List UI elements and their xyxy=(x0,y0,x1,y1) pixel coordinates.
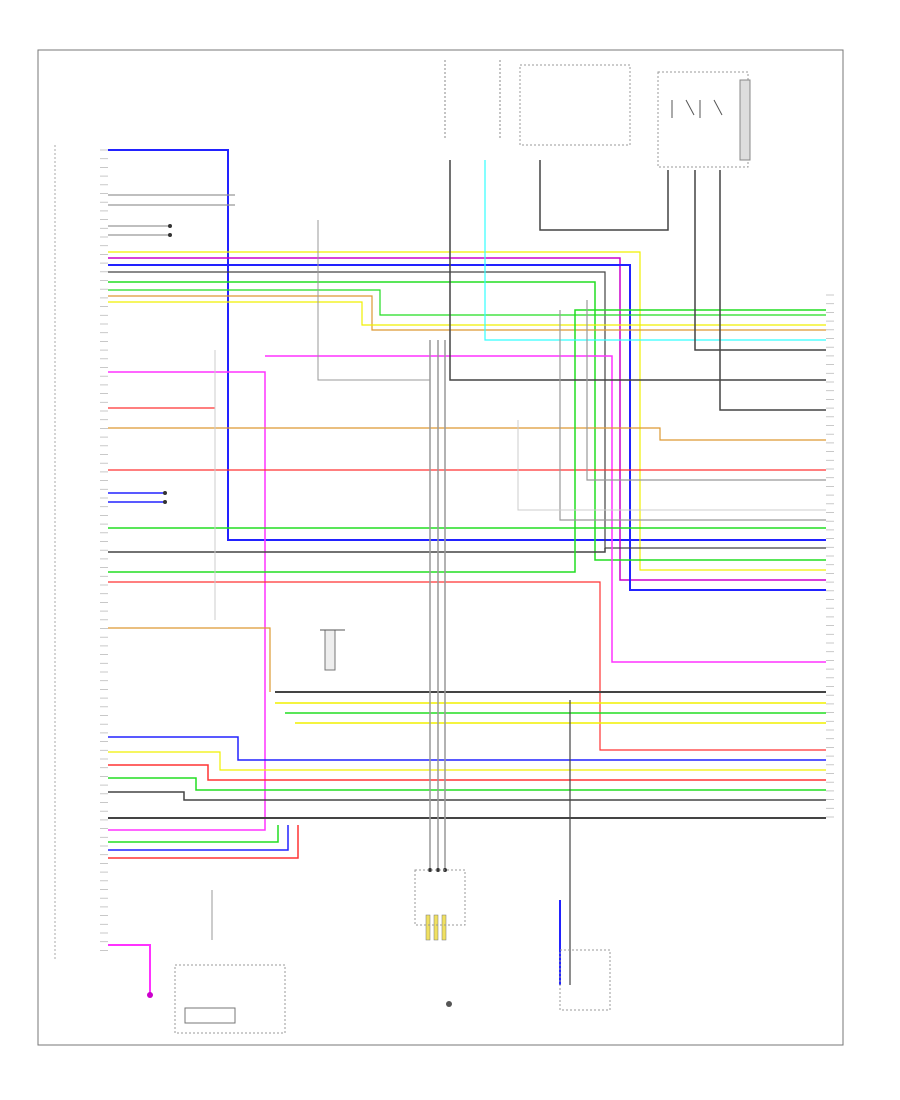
diagram-frame xyxy=(37,49,844,1046)
terminal-column-right xyxy=(826,294,834,818)
splice-dot-icon xyxy=(163,491,167,495)
wire-yellow xyxy=(108,301,826,326)
wire-orange xyxy=(108,295,826,331)
connector-icon xyxy=(433,914,439,941)
wire-gray xyxy=(559,310,826,521)
wire-red xyxy=(108,825,299,859)
splice-dot-icon xyxy=(168,233,172,237)
connector-icon xyxy=(425,914,431,941)
wire-orange xyxy=(108,427,826,441)
bottom-sensor-right xyxy=(559,949,611,1011)
wire-orange xyxy=(108,627,271,692)
bottom-sensor-center xyxy=(414,869,466,1007)
wire-layer xyxy=(108,149,826,995)
wire-black xyxy=(539,160,669,231)
wire-black xyxy=(449,160,826,381)
wire-blue xyxy=(108,736,826,761)
top-fuse-block xyxy=(444,60,631,146)
wire-gray xyxy=(317,220,430,381)
ground-symbol-icon xyxy=(446,1001,452,1007)
wire-green xyxy=(108,825,279,843)
wire-blue xyxy=(108,149,826,541)
wire-black xyxy=(108,791,826,801)
wire-green xyxy=(108,289,826,316)
relay-top-right xyxy=(657,71,751,168)
bottom-sensor-left xyxy=(147,964,286,1034)
connector-icon xyxy=(441,914,447,941)
splice-dot-icon xyxy=(428,868,432,872)
wire-blue xyxy=(108,825,289,851)
wire-black xyxy=(694,170,826,351)
wire-red xyxy=(108,764,826,781)
wire-red xyxy=(108,581,826,751)
ecu-pin-column xyxy=(100,149,108,951)
wire-gray xyxy=(586,300,826,481)
wire-yellow xyxy=(108,251,826,571)
wire-black xyxy=(719,170,826,411)
wire-green xyxy=(108,777,826,791)
wire-magenta xyxy=(108,944,151,995)
wire-magenta xyxy=(265,355,826,663)
splice-dot-icon xyxy=(436,868,440,872)
wire-black xyxy=(108,271,826,549)
wire-yellow xyxy=(108,751,826,771)
wire-green xyxy=(108,309,826,573)
wire-green xyxy=(108,281,826,561)
wire-magenta xyxy=(108,371,266,831)
splice-dot-icon xyxy=(168,224,172,228)
wire-black xyxy=(108,548,606,553)
wire-lightgray xyxy=(517,420,826,511)
mid-component xyxy=(320,629,345,671)
relay-switch-icon xyxy=(671,99,723,118)
ground-symbol-icon xyxy=(147,992,153,998)
wire-violet xyxy=(108,257,826,581)
splice-dot-icon xyxy=(163,500,167,504)
wire-cyan xyxy=(484,160,826,341)
